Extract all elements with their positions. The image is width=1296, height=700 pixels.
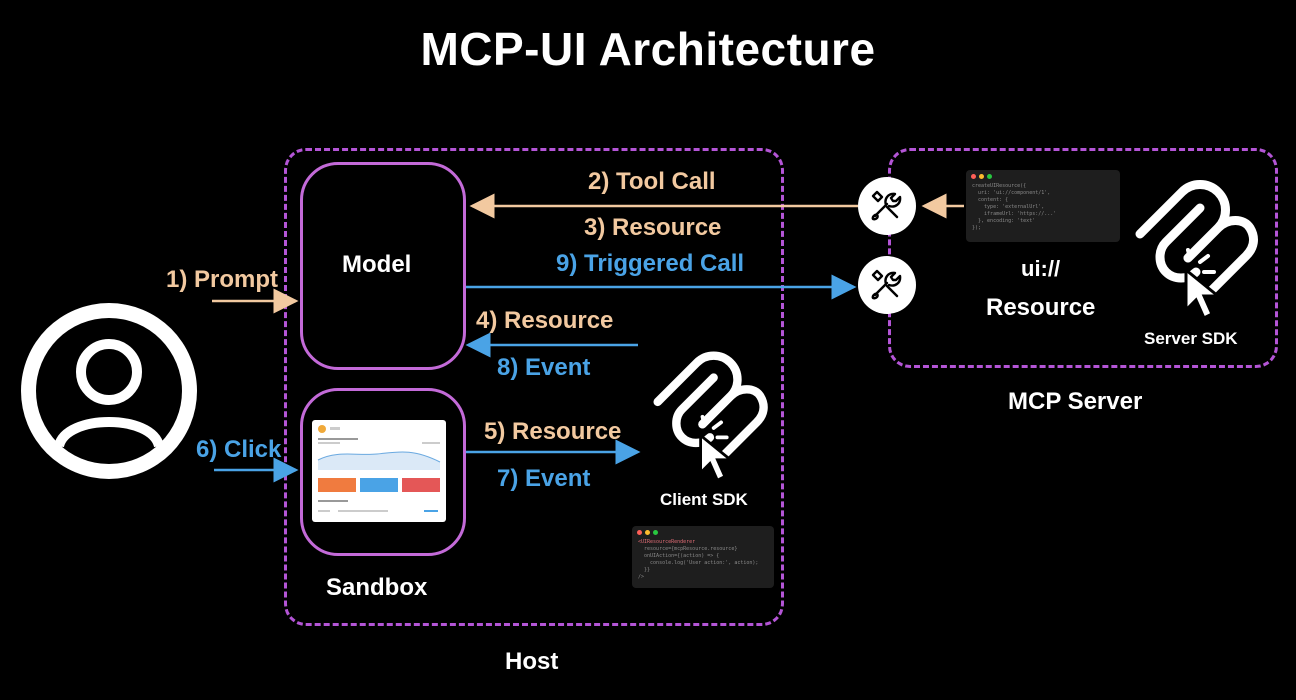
server-sdk-logo: [1130, 172, 1260, 327]
tool-call-label: 2) Tool Call: [588, 168, 716, 195]
event-7-label: 7) Event: [497, 465, 591, 492]
ui-preview-graphic: [317, 425, 441, 512]
mcp-server-label: MCP Server: [1008, 388, 1143, 415]
prompt-label: 1) Prompt: [166, 266, 279, 293]
server-sdk-label: Server SDK: [1144, 329, 1238, 348]
resource-5-label: 5) Resource: [484, 418, 622, 445]
user-avatar: [14, 296, 204, 491]
wrench-icon: [871, 269, 902, 300]
cursor-click-icon: [1184, 248, 1223, 321]
client-sdk-label: Client SDK: [660, 490, 748, 509]
triggered-call-label: 9) Triggered Call: [556, 250, 745, 277]
client-sdk-logo: [644, 344, 774, 489]
wrench-icon: [871, 190, 902, 221]
click-label: 6) Click: [196, 436, 282, 463]
resource-label: Resource: [986, 294, 1096, 321]
mcp-logo-icon: [1135, 180, 1258, 321]
server-code-window: createUIResource({ uri: 'ui://component/…: [966, 170, 1120, 242]
diagram-title: MCP-UI Architecture: [420, 23, 876, 75]
tool-wrench-top: [858, 177, 916, 235]
client-code-window: <UIResourceRenderer resource={mcpResourc…: [632, 526, 774, 588]
host-container: [284, 148, 784, 626]
model-label: Model: [342, 251, 412, 278]
ui-scheme-label: ui://: [1021, 256, 1061, 281]
event-8-label: 8) Event: [497, 354, 591, 381]
resource-3-label: 3) Resource: [584, 214, 722, 241]
host-label: Host: [505, 648, 559, 675]
model-box: [300, 162, 466, 370]
user-icon: [21, 303, 197, 479]
resource-4-label: 4) Resource: [476, 307, 614, 334]
ui-preview-card: [312, 420, 446, 522]
cursor-click-icon: [699, 414, 735, 483]
sandbox-label: Sandbox: [326, 574, 428, 601]
mcp-logo-icon: [653, 351, 768, 483]
tool-wrench-bottom: [858, 256, 916, 314]
